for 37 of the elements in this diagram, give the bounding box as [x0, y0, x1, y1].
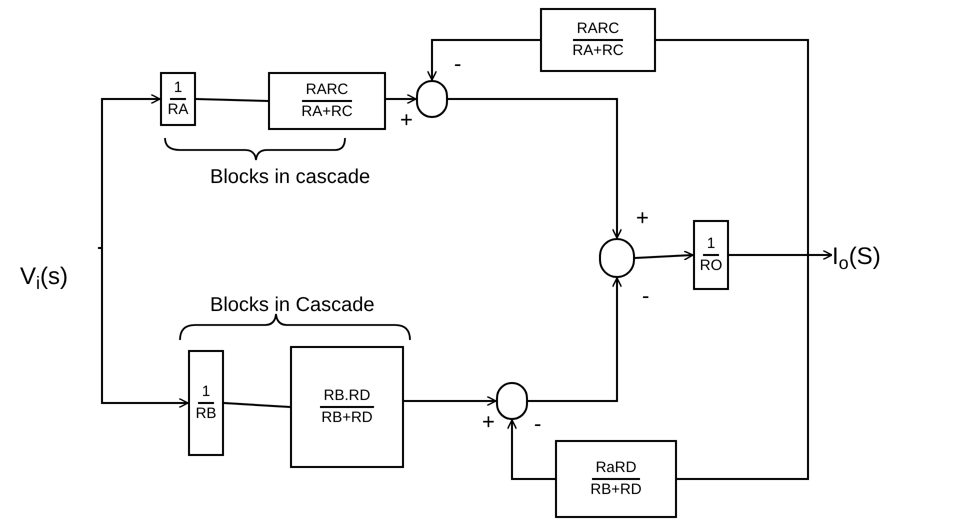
numerator: RARC	[572, 19, 624, 41]
denominator: RA+RC	[300, 102, 354, 122]
signal-arrow	[426, 39, 540, 81]
denominator: RA+RC	[571, 41, 625, 61]
numerator: 1	[702, 234, 720, 256]
numerator: 1	[198, 382, 214, 404]
signal-arrow	[98, 94, 161, 249]
denominator: RB+RD	[589, 480, 643, 500]
transfer-function-block	[290, 346, 404, 468]
transfer-function-block	[160, 72, 196, 126]
summing-junction	[599, 238, 635, 278]
signal-label: V$_{i}$(s)	[20, 262, 98, 292]
signal-arrow	[448, 98, 622, 239]
annotation-text: Blocks in cascade	[210, 165, 370, 190]
annotation-text: Blocks in Cascade	[210, 293, 375, 318]
transfer-function-block	[693, 220, 729, 290]
transfer-function-block	[268, 72, 386, 130]
numerator: RARC	[302, 80, 352, 102]
signal-arrow	[528, 277, 622, 402]
denominator: RO	[698, 256, 724, 276]
transfer-function-block	[188, 350, 224, 456]
signal-arrow	[634, 250, 694, 261]
signal-label: I$_{o}$(S)	[832, 240, 932, 274]
transfer-function-block	[555, 440, 677, 518]
transfer-function-block	[540, 8, 656, 72]
numerator: RB.RD	[320, 386, 374, 408]
signal-arrow	[404, 396, 497, 406]
numerator: 1	[170, 78, 186, 100]
denominator: RB+RD	[320, 408, 374, 428]
signal-arrow	[506, 419, 555, 480]
denominator: RB	[194, 404, 218, 424]
denominator: RA	[166, 100, 190, 120]
summing-junction	[496, 382, 528, 420]
summing-junction	[416, 80, 448, 118]
signal-arrow	[386, 94, 417, 104]
signal-arrow	[98, 247, 189, 408]
numerator: RaRD	[592, 458, 640, 480]
